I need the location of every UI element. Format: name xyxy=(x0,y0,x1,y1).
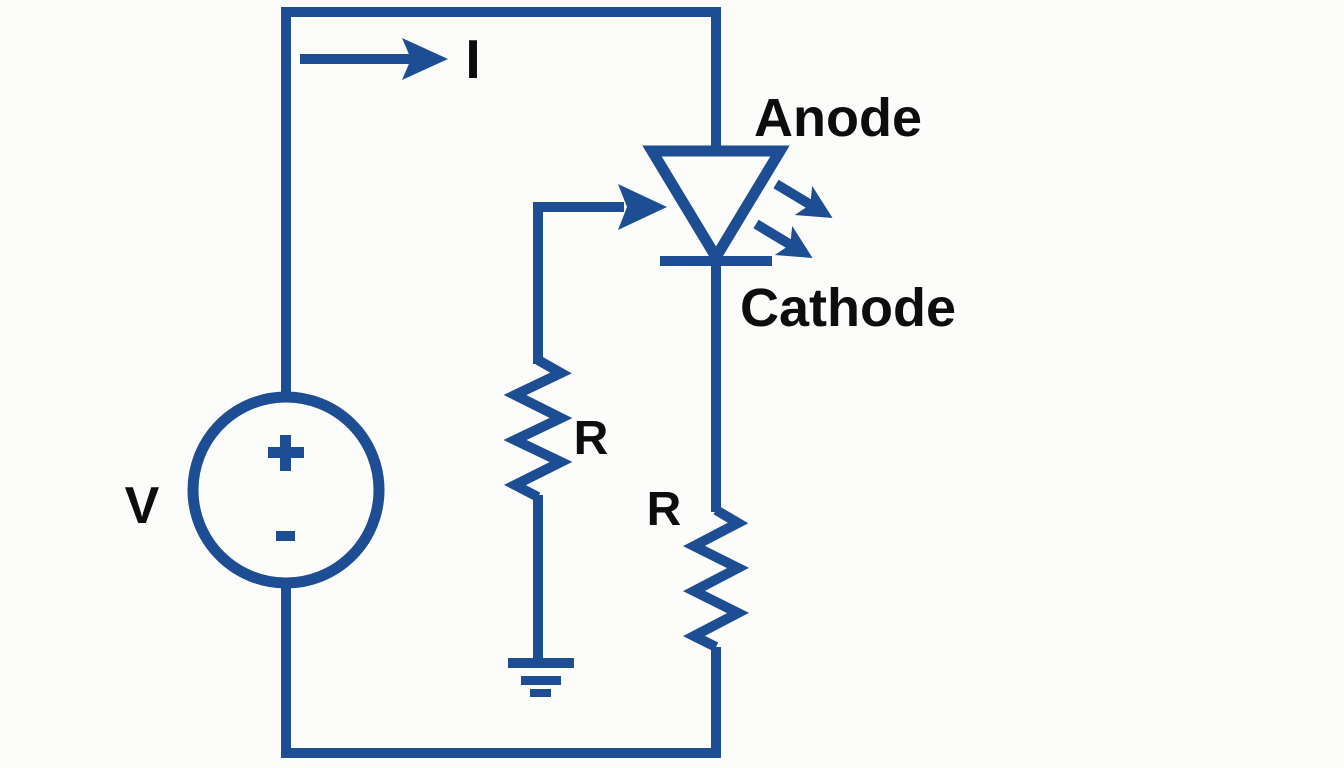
anode-label: Anode xyxy=(754,88,922,148)
minus-icon xyxy=(276,531,295,541)
wire-top-loop xyxy=(281,7,721,397)
wire-middle-branch xyxy=(533,202,624,364)
right-branch xyxy=(683,505,749,652)
plus-icon xyxy=(268,435,304,471)
current-label: I xyxy=(465,28,480,90)
middle-branch xyxy=(503,184,667,697)
led-cathode-bar xyxy=(660,256,772,266)
circuit-wires xyxy=(281,7,721,758)
light-emission-arrows-icon xyxy=(753,179,833,258)
led-triangle xyxy=(642,145,790,268)
ground-icon xyxy=(508,658,574,697)
resistor-right-symbol xyxy=(683,505,749,652)
resistor-mid-symbol xyxy=(503,355,573,502)
current-arrow-icon xyxy=(300,38,448,80)
wire-bottom-loop xyxy=(281,583,721,758)
resistor-right-label: R xyxy=(647,483,682,536)
voltage-source-label: V xyxy=(125,477,160,535)
cathode-label: Cathode xyxy=(740,278,956,338)
resistor-mid-label: R xyxy=(574,412,609,465)
voltage-source xyxy=(187,391,385,589)
anode-arrow-icon xyxy=(618,184,667,230)
led-symbol xyxy=(642,145,833,268)
voltage-source-circle xyxy=(187,391,385,589)
